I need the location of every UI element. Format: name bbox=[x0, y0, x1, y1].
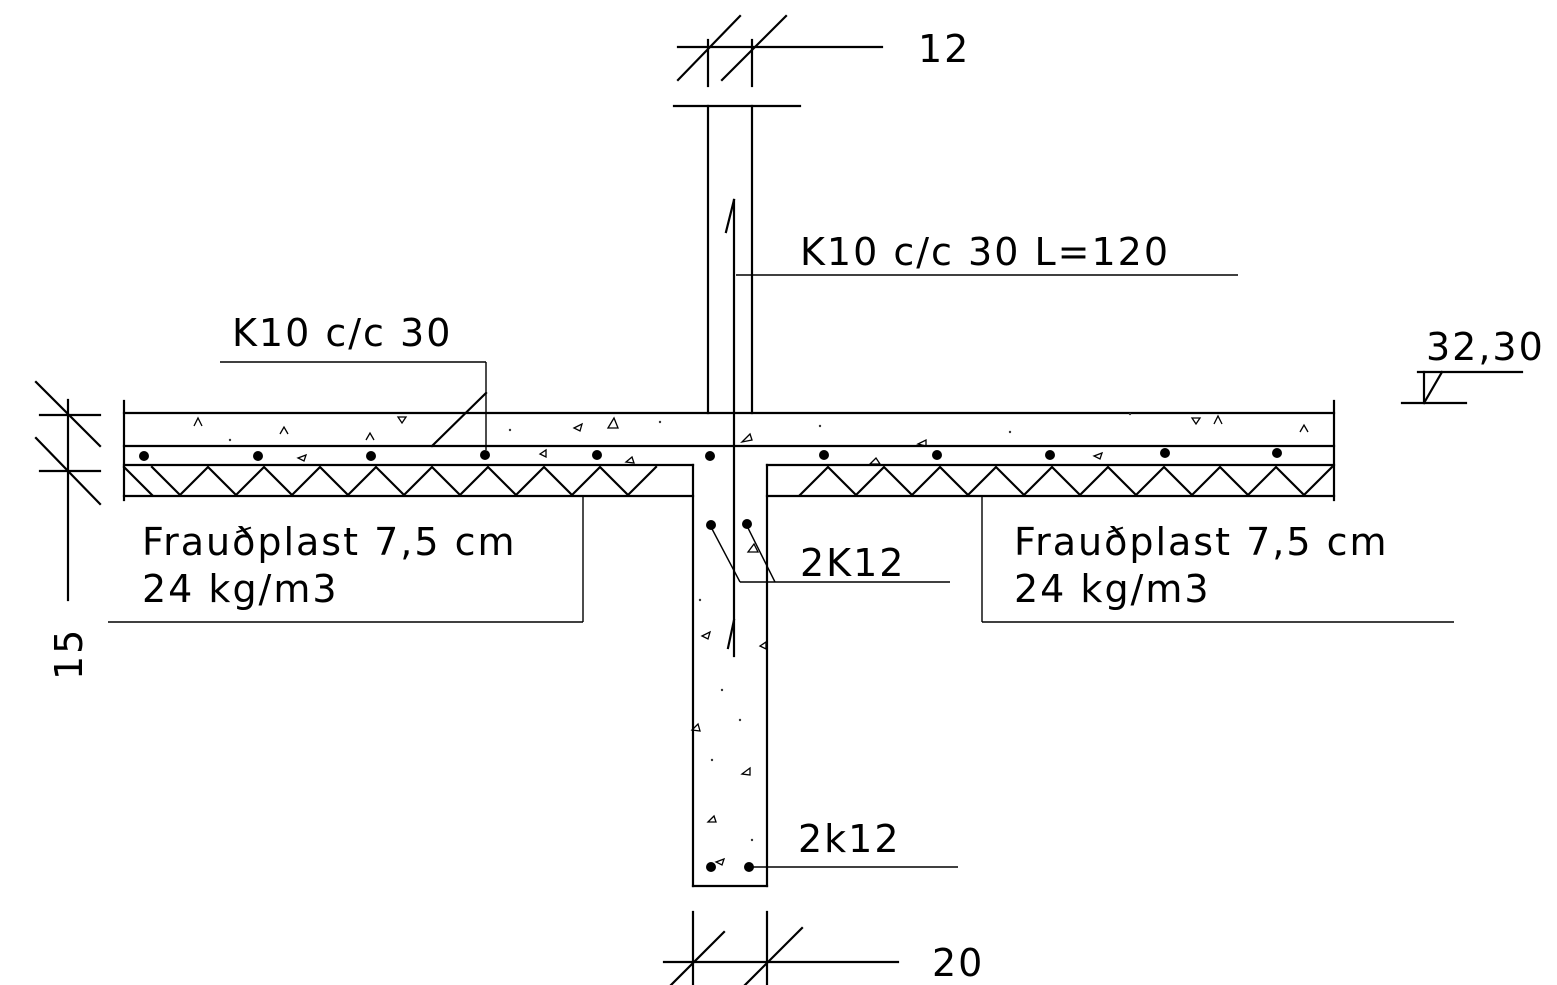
insulation-left-line1: Frauðplast 7,5 cm bbox=[142, 520, 517, 564]
beam-aggregate-marks bbox=[690, 542, 767, 866]
wall-rebar-label: K10 c/c 30 L=120 bbox=[800, 230, 1170, 274]
insulation-left-line2: 24 kg/m3 bbox=[142, 567, 339, 611]
slab-depth-dimension: 15 bbox=[34, 380, 102, 680]
slab-depth-value: 15 bbox=[47, 628, 91, 680]
wall-thickness-value: 12 bbox=[918, 27, 970, 71]
wall-rebar-bar bbox=[724, 198, 736, 658]
wall-thickness-dimension: 12 bbox=[676, 14, 970, 88]
insulation-right-line2: 24 kg/m3 bbox=[1014, 567, 1211, 611]
insulation-right-line1: Frauðplast 7,5 cm bbox=[1014, 520, 1389, 564]
insulation-right-callout: Frauðplast 7,5 cm 24 kg/m3 bbox=[981, 497, 1454, 623]
beam-top-bars-label: 2K12 bbox=[800, 541, 905, 585]
elevation-marker: 32,30 bbox=[1400, 325, 1545, 405]
beam-bottom-bars: 2k12 bbox=[706, 817, 958, 872]
slab-rebar-dots bbox=[139, 448, 1282, 461]
beam-top-bars: 2K12 bbox=[706, 519, 950, 585]
beam-width-value: 20 bbox=[932, 941, 984, 985]
insulation-left bbox=[122, 465, 658, 497]
slab-rebar-label: K10 c/c 30 bbox=[232, 311, 452, 355]
elevation-value: 32,30 bbox=[1426, 325, 1545, 369]
slab-aggregate-marks bbox=[193, 412, 1309, 465]
wall bbox=[672, 104, 802, 415]
insulation-right bbox=[798, 465, 1334, 497]
beam-width-dimension: 20 bbox=[662, 910, 984, 985]
beam-bottom-bars-label: 2k12 bbox=[798, 817, 901, 861]
beam bbox=[691, 463, 769, 888]
wall-rebar-callout: K10 c/c 30 L=120 bbox=[736, 230, 1238, 276]
slab-rebar-callout: K10 c/c 30 bbox=[220, 311, 488, 450]
concrete-slab bbox=[122, 399, 1336, 502]
insulation-left-callout: Frauðplast 7,5 cm 24 kg/m3 bbox=[108, 497, 584, 623]
